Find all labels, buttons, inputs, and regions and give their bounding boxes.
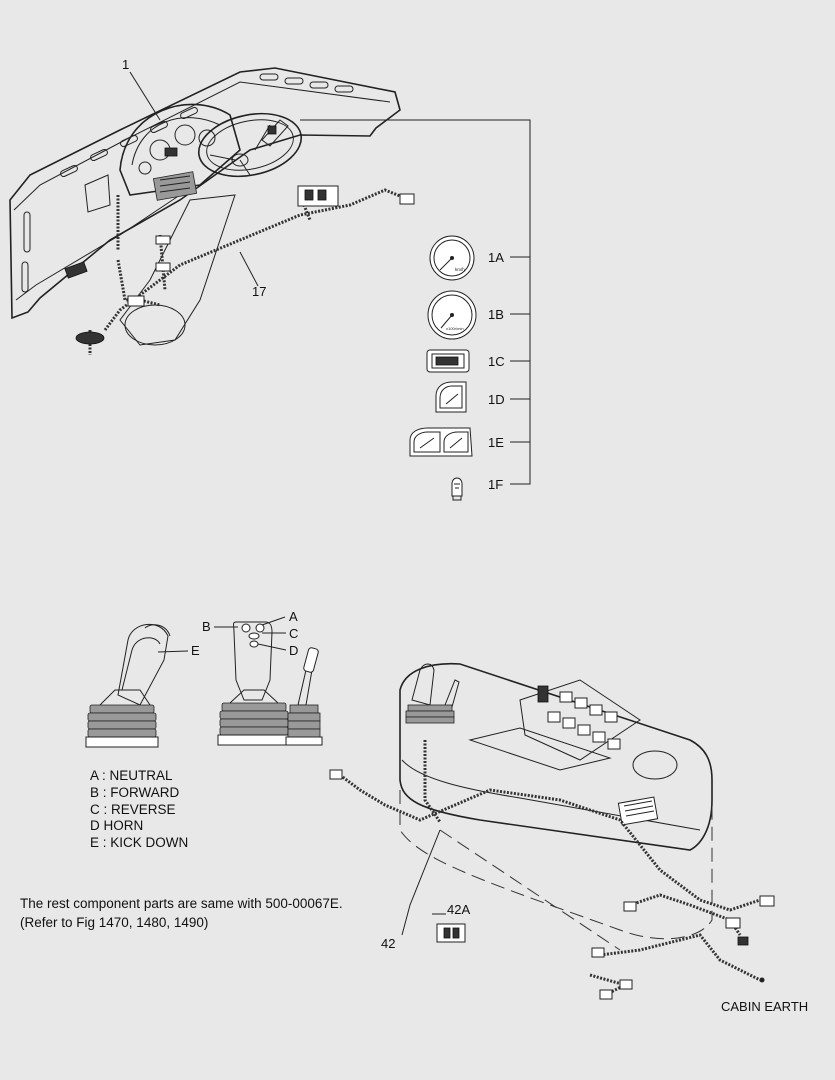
callout-b: B (202, 619, 211, 634)
callout-c: C (289, 626, 298, 641)
callout-17: 17 (252, 284, 266, 299)
gauge-1a: km/h (429, 235, 475, 281)
callout-1c: 1C (488, 354, 505, 369)
dashboard-assembly (9, 67, 531, 485)
position-legend: A : NEUTRAL B : FORWARD C : REVERSE D HO… (90, 768, 188, 852)
gauge-1a-unit: km/h (455, 267, 465, 272)
shift-lever (285, 647, 323, 746)
legend-reverse: C : REVERSE (90, 801, 176, 817)
callout-1e: 1E (488, 435, 504, 450)
callout-42: 42 (381, 936, 395, 951)
console-assembly (329, 662, 775, 1000)
joystick-side-view (85, 623, 171, 748)
legend-kick-down: E : KICK DOWN (90, 835, 189, 851)
callout-1f: 1F (488, 477, 503, 492)
legend-neutral: A : NEUTRAL (90, 768, 173, 783)
gauge-1b: x100r/min (427, 290, 477, 340)
bulb-1f (451, 477, 463, 501)
cabin-earth-label: CABIN EARTH (721, 999, 808, 1014)
gauge-1d (435, 381, 467, 413)
gauge-1b-unit: x100r/min (446, 326, 464, 331)
callout-42a: 42A (447, 902, 470, 917)
hourmeter-1c (426, 349, 470, 373)
note-line-2: (Refer to Fig 1470, 1480, 1490) (20, 915, 209, 930)
joystick-front-view (217, 621, 291, 746)
callout-d: D (289, 643, 298, 658)
callout-e: E (191, 643, 200, 658)
reference-note: The rest component parts are same with 5… (20, 894, 343, 932)
legend-forward: B : FORWARD (90, 784, 180, 800)
callout-1a: 1A (488, 250, 504, 265)
callout-1: 1 (122, 57, 129, 72)
callout-a: A (289, 609, 298, 624)
gauge-1e (409, 427, 473, 457)
callout-1b: 1B (488, 307, 504, 322)
callout-1d: 1D (488, 392, 505, 407)
legend-horn: D HORN (90, 818, 144, 834)
note-line-1: The rest component parts are same with 5… (20, 896, 343, 911)
